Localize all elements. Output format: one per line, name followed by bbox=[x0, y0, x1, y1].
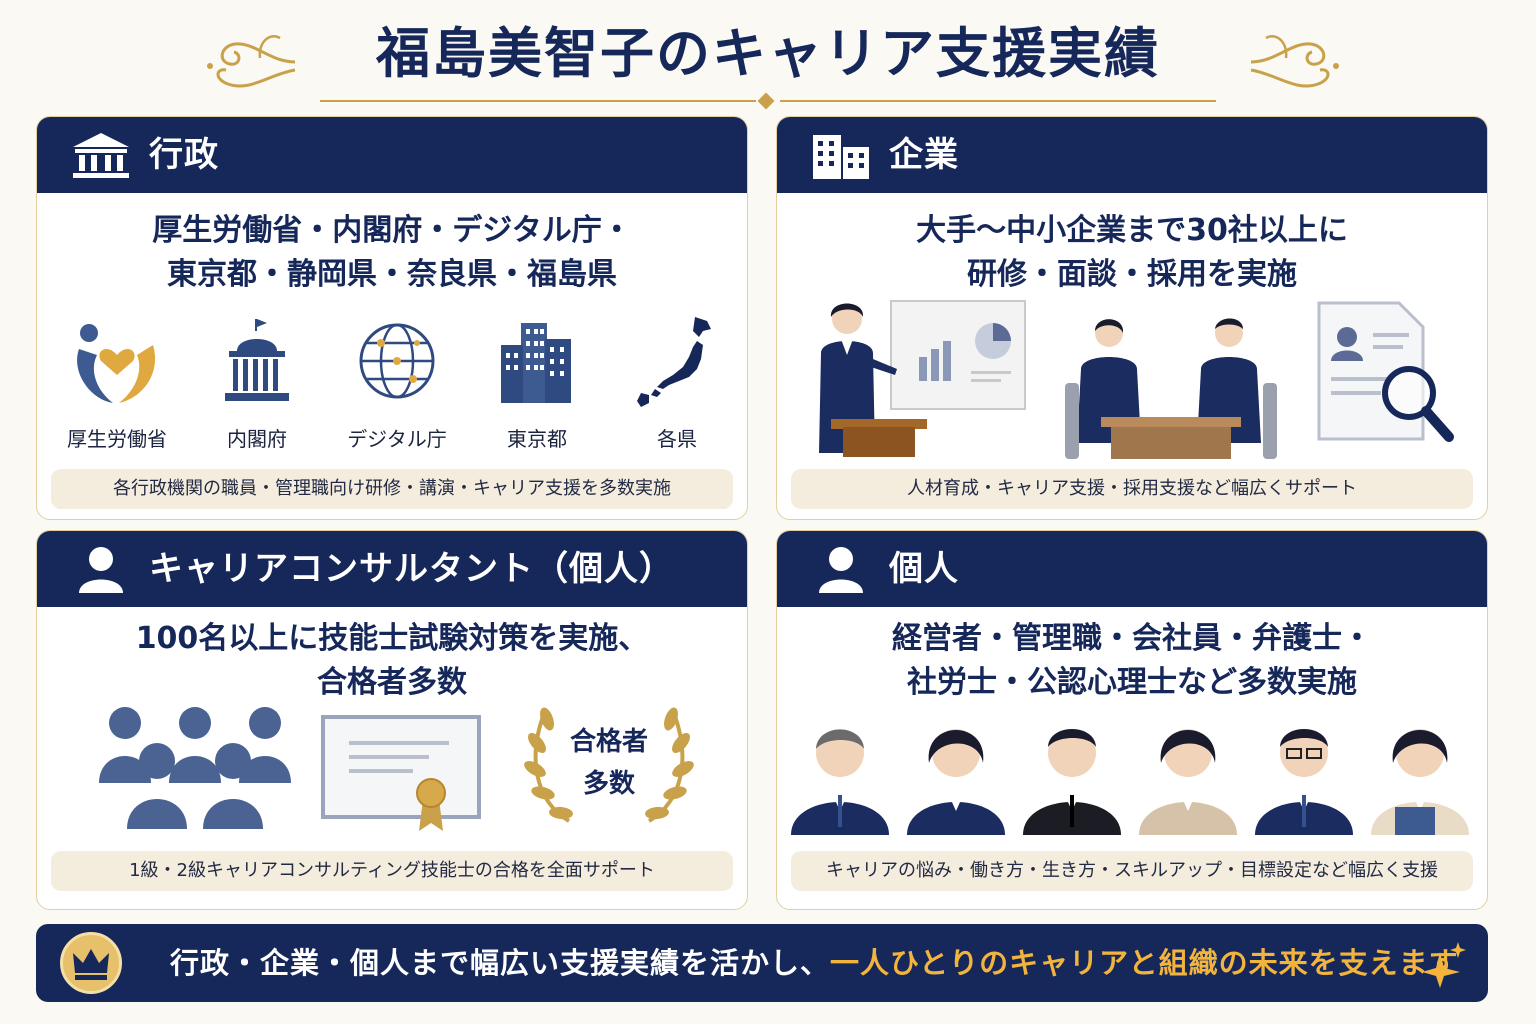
career-consultant-main-text: 100名以上に技能士試験対策を実施、 合格者多数 bbox=[37, 617, 747, 705]
title-divider-diamond bbox=[757, 92, 775, 110]
footer-message: 行政・企業・個人まで幅広い支援実績を活かし、一人ひとりのキャリアと組織の未来を支… bbox=[170, 924, 1459, 1002]
heart-people-icon bbox=[77, 324, 156, 403]
footer-banner: 行政・企業・個人まで幅広い支援実績を活かし、一人ひとりのキャリアと組織の未来を支… bbox=[36, 924, 1488, 1002]
corporate-main-line-2: 研修・面談・採用を実施 bbox=[967, 257, 1297, 292]
government-main-text: 厚生労働省・内閣府・デジタル庁・ 東京都・静岡県・奈良県・福島県 bbox=[37, 209, 747, 297]
interview-illustration bbox=[1065, 318, 1277, 459]
individual-main-text: 経営者・管理職・会社員・弁護士・ 社労士・公認心理士など多数実施 bbox=[777, 617, 1487, 705]
career-consultant-main-line-2: 合格者多数 bbox=[317, 665, 467, 700]
gov-item-label: 厚生労働省 bbox=[67, 427, 167, 451]
woman-manager-icon bbox=[907, 729, 1005, 835]
government-card: 行政 厚生労働省・内閣府・デジタル庁・ 東京都・静岡県・奈良県・福島県 厚生労働… bbox=[36, 116, 748, 520]
footer-message-plain: 行政・企業・個人まで幅広い支援実績を活かし、 bbox=[170, 946, 831, 980]
government-card-title: 行政 bbox=[149, 135, 219, 175]
title-divider-right bbox=[780, 100, 1216, 102]
corporate-card-title: 企業 bbox=[889, 135, 959, 175]
career-consultant-card: キャリアコンサルタント（個人） 100名以上に技能士試験対策を実施、 合格者多数 bbox=[36, 530, 748, 910]
person-icon bbox=[819, 547, 863, 593]
japan-map-icon bbox=[637, 317, 711, 407]
government-card-header: 行政 bbox=[37, 117, 747, 193]
page-title: 福島美智子のキャリア支援実績 bbox=[376, 21, 1160, 85]
individual-main-line-1: 経営者・管理職・会社員・弁護士・ bbox=[892, 621, 1372, 656]
corporate-card: 企業 大手〜中小企業まで30社以上に 研修・面談・採用を実施 bbox=[776, 116, 1488, 520]
individual-note: キャリアの悩み・働き方・生き方・スキルアップ・目標設定など幅広く支援 bbox=[791, 851, 1473, 891]
right-ornament-icon bbox=[1250, 35, 1339, 88]
presenter-illustration bbox=[819, 300, 1026, 457]
resume-search-icon bbox=[1317, 301, 1454, 442]
psychologist-person-icon bbox=[1371, 729, 1469, 835]
corporate-note: 人材育成・キャリア支援・採用支援など幅広くサポート bbox=[791, 469, 1473, 509]
government-note: 各行政機関の職員・管理職向け研修・講演・キャリア支援を多数実施 bbox=[51, 469, 733, 509]
gov-item-cabinet-office: 内閣府 bbox=[197, 315, 317, 465]
career-consultant-card-header: キャリアコンサルタント（個人） bbox=[37, 531, 747, 607]
individual-card-header: 個人 bbox=[777, 531, 1487, 607]
lawyer-person-icon bbox=[1139, 729, 1237, 835]
title-divider-left bbox=[320, 100, 756, 102]
people-illustration bbox=[791, 729, 1469, 835]
individual-card-title: 個人 bbox=[889, 549, 959, 589]
individual-card: 個人 経営者・管理職・会社員・弁護士・ 社労士・公認心理士など多数実施 bbox=[776, 530, 1488, 910]
gov-item-label: 各県 bbox=[657, 427, 697, 451]
labor-consultant-icon bbox=[1255, 729, 1353, 835]
corporate-card-header: 企業 bbox=[777, 117, 1487, 193]
government-main-line-2: 東京都・静岡県・奈良県・福島県 bbox=[167, 257, 617, 292]
corporate-main-text: 大手〜中小企業まで30社以上に 研修・面談・採用を実施 bbox=[777, 209, 1487, 297]
left-ornament-icon bbox=[207, 35, 296, 88]
laurel-badge-icon bbox=[524, 707, 694, 823]
gov-item-label: 東京都 bbox=[507, 427, 567, 451]
badge-line-1: 合格者 bbox=[569, 727, 648, 757]
group-people-icon bbox=[99, 707, 291, 829]
government-main-line-1: 厚生労働省・内閣府・デジタル庁・ bbox=[152, 213, 632, 248]
badge-line-2: 多数 bbox=[582, 769, 635, 799]
crown-icon bbox=[73, 949, 109, 980]
career-consultant-main-line-1: 100名以上に技能士試験対策を実施、 bbox=[135, 621, 649, 656]
government-building-icon bbox=[73, 133, 129, 178]
skyscraper-icon bbox=[501, 323, 571, 403]
crown-badge bbox=[60, 932, 122, 994]
passers-badge-text: 合格者 多数 bbox=[561, 721, 657, 805]
title-area: 福島美智子のキャリア支援実績 bbox=[0, 0, 1536, 112]
footer-message-highlight: 一人ひとりのキャリアと組織の未来を支えます bbox=[830, 946, 1459, 980]
government-icons-row: 厚生労働省 内閣府 bbox=[57, 315, 727, 465]
corporate-main-line-1: 大手〜中小企業まで30社以上に bbox=[916, 213, 1348, 248]
gov-item-label: 内閣府 bbox=[227, 427, 287, 451]
certificate-icon bbox=[321, 715, 481, 831]
office-worker-icon bbox=[1023, 729, 1121, 835]
person-icon bbox=[79, 547, 123, 593]
office-buildings-icon bbox=[813, 135, 869, 179]
executive-person-icon bbox=[791, 729, 889, 835]
gov-item-tokyo: 東京都 bbox=[477, 315, 597, 465]
career-consultant-note: 1級・2級キャリアコンサルティング技能士の合格を全面サポート bbox=[51, 851, 733, 891]
gov-item-mhlw: 厚生労働省 bbox=[57, 315, 177, 465]
sparkle-icon bbox=[1422, 942, 1466, 988]
globe-network-icon bbox=[359, 323, 435, 399]
career-consultant-card-title: キャリアコンサルタント（個人） bbox=[149, 549, 674, 589]
capitol-building-icon bbox=[225, 319, 289, 401]
gov-item-digital-agency: デジタル庁 bbox=[337, 315, 457, 465]
gov-item-label: デジタル庁 bbox=[347, 427, 447, 451]
gov-item-prefectures: 各県 bbox=[617, 315, 737, 465]
individual-main-line-2: 社労士・公認心理士など多数実施 bbox=[907, 665, 1357, 700]
